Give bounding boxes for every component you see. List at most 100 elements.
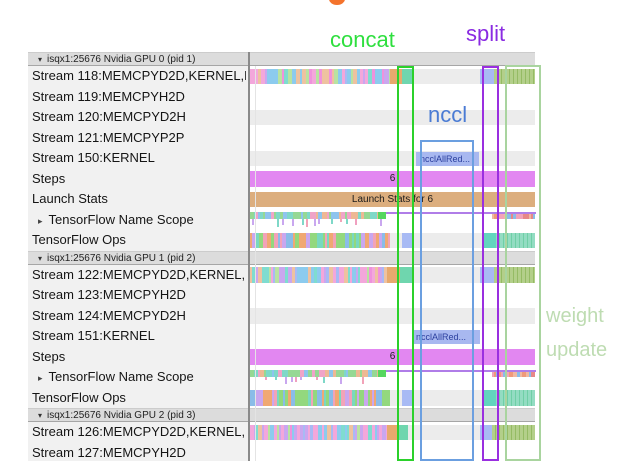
tf-name-scope-drip — [291, 376, 293, 383]
timeline-row-stripe — [250, 308, 535, 324]
row-label-text: Stream 120:MEMCPYD2H — [32, 109, 186, 124]
row-label[interactable]: Stream 123:MEMCPYH2D — [32, 285, 246, 306]
annotation-split-label: split — [466, 21, 506, 46]
tf-name-scope-drip — [346, 219, 348, 224]
row-label-text: TensorFlow Ops — [32, 389, 126, 405]
row-label[interactable]: TensorFlow Ops — [32, 230, 246, 251]
row-label-text: TensorFlow Name Scope — [48, 369, 194, 384]
tf-name-scope-drip — [331, 219, 333, 224]
row-label[interactable]: Steps — [32, 169, 246, 190]
tf-name-scope-drip — [355, 219, 357, 226]
trace-event-block[interactable] — [399, 424, 408, 440]
panel-divider[interactable] — [248, 52, 250, 461]
trace-event-striped-block[interactable] — [494, 267, 535, 283]
section-collapse-arrow-icon[interactable]: ▾ — [38, 411, 43, 420]
row-label-text: TensorFlow Ops — [32, 232, 126, 247]
section-collapse-arrow-icon[interactable]: ▾ — [38, 55, 43, 64]
trace-event-block[interactable] — [482, 232, 496, 248]
row-label[interactable]: Stream 127:MEMCPYH2D — [32, 443, 246, 461]
tf-name-scope-line — [386, 369, 536, 372]
tf-name-scope-drip — [316, 376, 318, 381]
trace-event-dense-bar[interactable] — [250, 424, 387, 440]
annotation-concat-label: concat — [330, 27, 395, 52]
gpu-section-header[interactable]: ▾isqx1:25676 Nvidia GPU 2 (pid 3) — [28, 408, 535, 422]
annotation-cropped-orange-glyph — [329, 0, 345, 5]
row-label[interactable]: Stream 118:MEMCPYD2D,KERNEL,ME — [32, 66, 246, 87]
row-label-text: Stream 150:KERNEL — [32, 150, 155, 165]
tf-name-scope-drip — [380, 219, 382, 227]
row-label-text: Stream 127:MEMCPYH2D — [32, 444, 186, 460]
trace-event-block[interactable] — [482, 390, 496, 406]
row-label[interactable]: ▸ TensorFlow Name Scope — [38, 210, 252, 231]
expand-arrow-icon[interactable]: ▸ — [38, 373, 43, 383]
gpu-section-header[interactable]: ▾ isqx1:25676 Nvidia GPU 0 (pid 1) — [28, 52, 535, 66]
row-label[interactable]: Stream 119:MEMCPYH2D — [32, 87, 246, 108]
row-label-text: Stream 122:MEMCPYD2D,KERNEL,MI — [32, 266, 246, 282]
row-label-text: Stream 118:MEMCPYD2D,KERNEL,ME — [32, 68, 246, 83]
trace-event-dense-bar[interactable] — [250, 68, 390, 84]
row-label[interactable]: ▸ TensorFlow Name Scope — [38, 367, 252, 388]
annotation-weight-update-label-line1: weight — [546, 305, 604, 327]
trace-event-striped-block[interactable] — [492, 424, 535, 440]
tf-name-scope-end-block[interactable] — [378, 212, 386, 219]
row-label[interactable]: TensorFlow Ops — [32, 388, 246, 409]
tf-name-scope-drip — [300, 376, 302, 381]
tf-name-scope-drip — [295, 376, 297, 383]
annotation-nccl-label: nccl — [428, 102, 468, 127]
annotation-box-weight-update — [505, 65, 541, 461]
gpu-section-title: isqx1:25676 Nvidia GPU 1 (pid 2) — [47, 252, 196, 264]
nccl-allreduce-bar[interactable]: ncclAllRed... — [416, 151, 479, 166]
row-label-text: Steps — [32, 170, 66, 186]
row-label-text: Stream 151:KERNEL — [32, 328, 155, 343]
expand-arrow-icon[interactable]: ▸ — [38, 215, 43, 226]
annotation-box-nccl — [420, 140, 474, 461]
row-label-text: Launch Stats — [32, 191, 108, 206]
tf-name-scope-bar[interactable] — [250, 212, 386, 219]
trace-event-block[interactable] — [390, 68, 402, 84]
trace-event-block[interactable] — [402, 390, 412, 406]
row-label[interactable]: Stream 122:MEMCPYD2D,KERNEL,MI — [32, 265, 246, 286]
gpu-section-header[interactable]: ▾ isqx1:25676 Nvidia GPU 1 (pid 2) — [28, 250, 535, 265]
section-collapse-arrow-icon[interactable]: ▾ — [38, 253, 43, 263]
tf-name-scope-drip — [265, 376, 267, 381]
launch-stats-bar[interactable]: Launch Stats for 6 — [250, 191, 535, 207]
trace-event-block[interactable] — [402, 68, 413, 84]
nccl-allreduce-bar[interactable]: ncclAllRed... — [412, 329, 480, 344]
annotation-box-split — [482, 66, 499, 461]
trace-event-block[interactable] — [387, 267, 400, 283]
trace-event-block[interactable] — [387, 424, 399, 440]
row-label[interactable]: Stream 150:KERNEL — [32, 148, 246, 169]
row-label-text: Stream 126:MEMCPYD2D,KERNEL,MI — [32, 424, 246, 439]
steps-bar[interactable]: 6 — [250, 349, 535, 365]
tf-name-scope-drip — [362, 376, 364, 384]
tf-name-scope-drip — [314, 219, 316, 226]
row-label[interactable]: Stream 120:MEMCPYD2H — [32, 107, 246, 128]
row-label-text: Stream 121:MEMCPYP2P — [32, 129, 185, 145]
row-label[interactable]: Stream 151:KERNEL — [32, 326, 246, 347]
row-label[interactable]: Steps — [32, 347, 246, 368]
tf-name-scope-end-block[interactable] — [378, 369, 386, 377]
tf-name-scope-drip — [340, 219, 342, 223]
row-label[interactable]: Stream 126:MEMCPYD2D,KERNEL,MI — [32, 422, 246, 443]
row-label-text: Stream 123:MEMCPYH2D — [32, 287, 186, 302]
tf-name-scope-drip — [277, 219, 279, 227]
row-label[interactable]: Stream 124:MEMCPYD2H — [32, 306, 246, 327]
row-label-text: TensorFlow Name Scope — [48, 211, 194, 227]
trace-event-striped-block[interactable] — [494, 68, 535, 84]
tf-name-scope-drip — [340, 376, 342, 384]
trace-event-block[interactable] — [400, 267, 413, 283]
trace-event-dense-bar[interactable] — [250, 232, 390, 248]
gpu-section-title: isqx1:25676 Nvidia GPU 0 (pid 1) — [47, 54, 196, 65]
row-label[interactable]: Launch Stats — [32, 189, 246, 210]
steps-bar[interactable]: 6 — [250, 171, 535, 187]
trace-event-dense-bar[interactable] — [250, 390, 390, 406]
tf-name-scope-drip — [292, 219, 294, 227]
row-label-text: Steps — [32, 348, 66, 364]
trace-event-dense-bar[interactable] — [250, 267, 387, 283]
trace-event-block[interactable] — [402, 232, 412, 248]
row-label[interactable]: Stream 121:MEMCPYP2P — [32, 128, 246, 149]
row-label-text: Stream 124:MEMCPYD2H — [32, 307, 186, 323]
tf-name-scope-bar[interactable] — [250, 369, 386, 377]
tf-name-scope-drip — [275, 376, 277, 381]
